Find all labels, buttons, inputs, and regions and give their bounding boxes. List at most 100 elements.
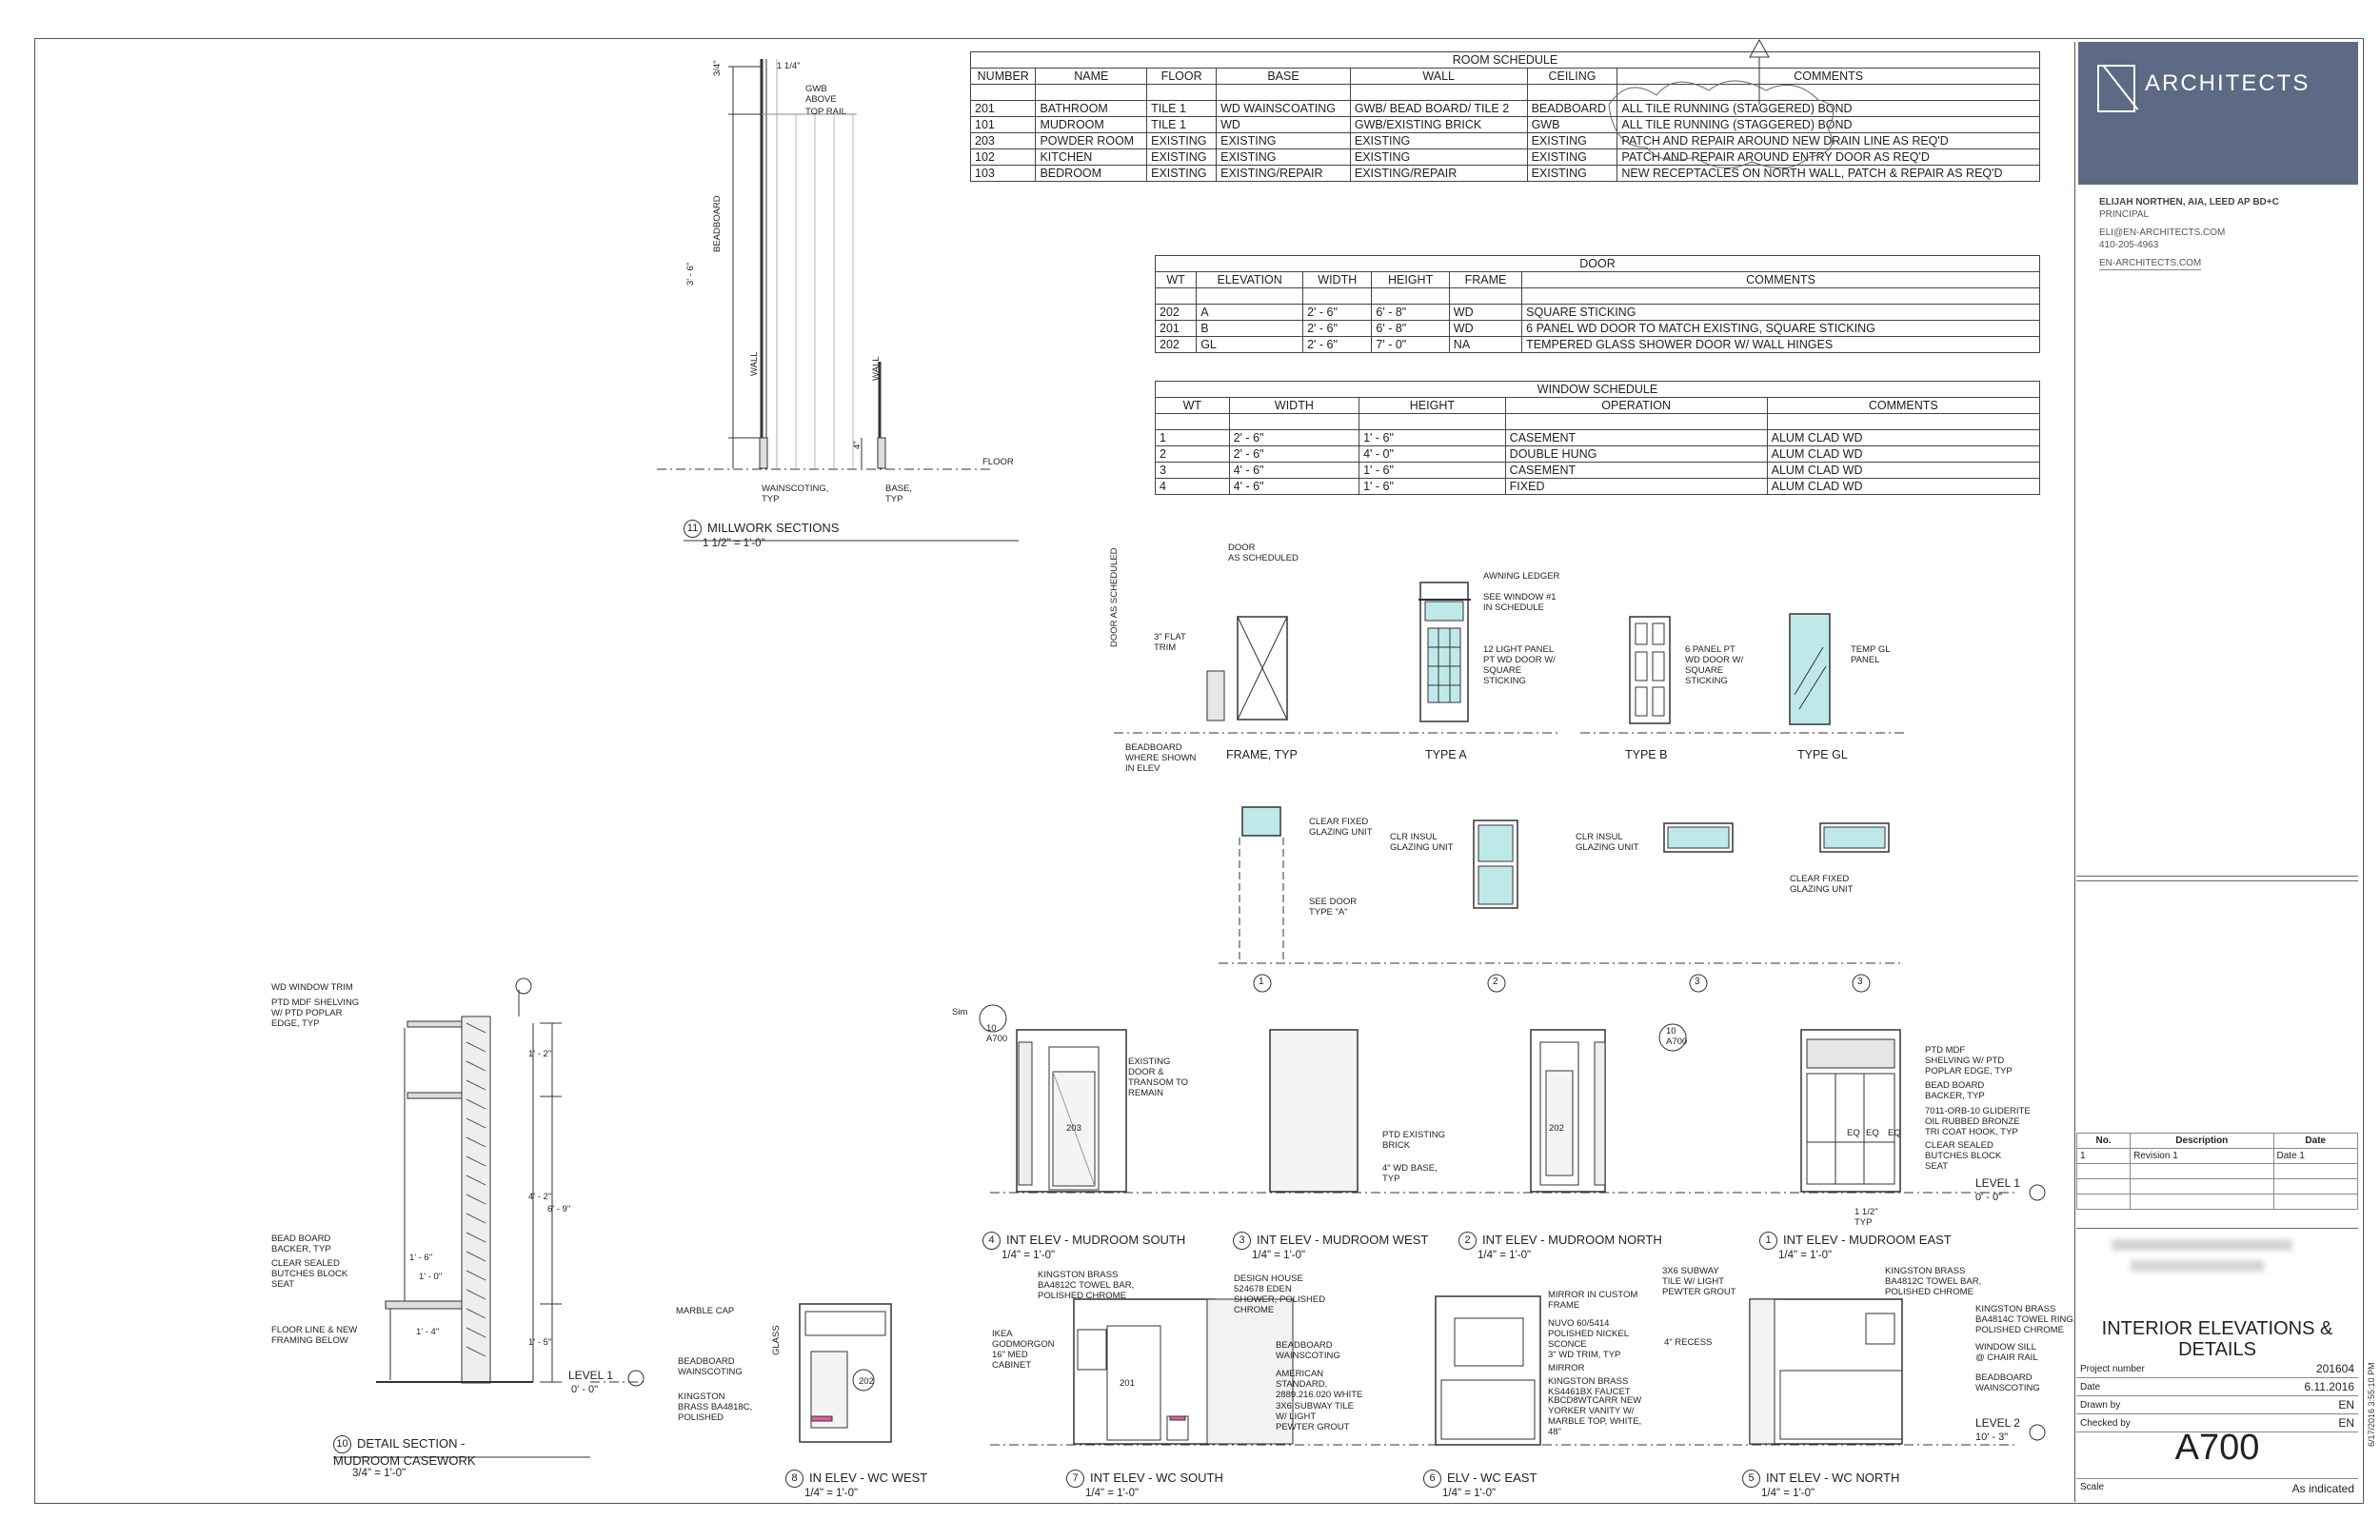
rev-col-desc: Description xyxy=(2130,1133,2274,1149)
annotation-note: 1 1/2" TYP xyxy=(1854,1207,1878,1228)
annotation-note: CLEAR FIXED GLAZING UNIT xyxy=(1309,817,1373,838)
annotation-note: WALL xyxy=(749,351,760,376)
annotation-note: 1' - 6" xyxy=(409,1253,433,1263)
annotation-note: KINGSTON BRASS KS4461BX FAUCET xyxy=(1548,1376,1631,1397)
checked-by: EN xyxy=(2232,1413,2358,1432)
firm-name: ARCHITECTS xyxy=(2145,70,2311,96)
annotation-note: 3/4" xyxy=(712,60,723,76)
annotation-note: 1' - 0" xyxy=(419,1272,443,1282)
schedule-cell: 4' - 6" xyxy=(1228,462,1360,479)
view-title-text: INT ELEV - WC NORTH xyxy=(1766,1470,1900,1485)
annotation-note: 202 xyxy=(1549,1123,1564,1134)
view-scale: 1/4" = 1'-0" xyxy=(1761,1488,1815,1499)
annotation-note: PTD EXISTING BRICK xyxy=(1382,1130,1445,1151)
schedule-cell: EXISTING xyxy=(1146,165,1218,182)
title-block-divider xyxy=(2076,876,2358,877)
annotation-note: MIRROR IN CUSTOM FRAME xyxy=(1548,1290,1638,1311)
title-block-divider xyxy=(2076,1228,2358,1229)
firm-logo: ARCHITECTS xyxy=(2078,42,2358,185)
firm-contact: ELIJAH NORTHEN, AIA, LEED AP BD+C PRINCI… xyxy=(2099,196,2279,270)
annotation-note: BEADBOARD WAINSCOTING xyxy=(1276,1340,1340,1361)
annotation-note: MIRROR xyxy=(1548,1363,1585,1373)
level-1-label: LEVEL 1 xyxy=(1975,1176,2020,1190)
annotation-note: EXISTING DOOR & TRANSOM TO REMAIN xyxy=(1128,1056,1188,1098)
annotation-note: DOOR AS SCHEDULED xyxy=(1109,547,1120,647)
schedule-cell: 103 xyxy=(969,165,1037,182)
view-number-1: 1 xyxy=(1759,1232,1777,1250)
schedule-cell: ALL TILE RUNNING (STAGGERED) BOND xyxy=(1616,100,2040,117)
annotation-note: CLEAR SEALED BUTCHES BLOCK SEAT xyxy=(271,1258,348,1290)
caption-type-gl: TYPE GL xyxy=(1797,748,1848,761)
sheet-border xyxy=(34,38,2364,1504)
schedule-cell: GL xyxy=(1196,336,1304,353)
principal-name: ELIJAH NORTHEN, AIA, LEED AP BD+C xyxy=(2099,197,2279,207)
annotation-note: KBCD8WTCARR NEW YORKER VANITY W/ MARBLE … xyxy=(1548,1395,1642,1437)
annotation-note: AMERICAN STANDARD, 2889.216.020 WHITE xyxy=(1276,1369,1363,1400)
level-2-label: LEVEL 2 xyxy=(1975,1416,2020,1430)
schedule-cell: WD xyxy=(1448,320,1523,337)
schedule-cell: BATHROOM xyxy=(1035,100,1148,117)
caption-type-b: TYPE B xyxy=(1625,748,1668,761)
scale-value: As indicated xyxy=(2291,1482,2354,1495)
annotation-note: KINGSTON BRASS BA4812C TOWEL BAR, POLISH… xyxy=(1038,1270,1135,1301)
scale-label: Scale xyxy=(2080,1482,2105,1492)
view-scale: 1/4" = 1'-0" xyxy=(1085,1488,1140,1499)
view-number-8: 8 xyxy=(785,1470,803,1488)
annotation-note: 3X6 SUBWAY TILE W/ LIGHT PEWTER GROUT xyxy=(1276,1401,1355,1432)
level-2-elev: 10' - 3" xyxy=(1975,1431,2009,1443)
scale-row: Scale As indicated xyxy=(2076,1478,2358,1498)
annotation-note: TEMP GL PANEL xyxy=(1851,644,1891,665)
view-title-text: MILLWORK SECTIONS xyxy=(707,520,840,535)
annotation-note: BEADBOARD WAINSCOTING xyxy=(1975,1372,2040,1393)
annotation-note: 1' - 2" xyxy=(528,1049,552,1059)
schedule-cell: FIXED xyxy=(1504,478,1768,495)
annotation-note: EQ xyxy=(1866,1128,1879,1138)
annotation-note: GLASS xyxy=(771,1325,782,1355)
drawn-by-label: Drawn by xyxy=(2076,1395,2233,1414)
annotation-note: SEE WINDOW #1 IN SCHEDULE xyxy=(1483,592,1557,613)
annotation-note: 3" WD TRIM, TYP xyxy=(1548,1350,1621,1360)
annotation-note: Sim xyxy=(952,1007,968,1017)
schedule-cell: 1' - 6" xyxy=(1359,478,1506,495)
schedule-header-cell: FRAME xyxy=(1448,271,1523,288)
annotation-note: BEADBOARD xyxy=(712,195,723,252)
rev-no: 1 xyxy=(2075,1148,2132,1164)
view-number-10: 10 xyxy=(333,1435,351,1453)
schedule-cell: GWB xyxy=(1526,116,1618,133)
schedule-cell: TILE 1 xyxy=(1146,116,1218,133)
schedule-cell: EXISTING xyxy=(1526,165,1618,182)
schedule-cell: 6 PANEL WD DOOR TO MATCH EXISTING, SQUAR… xyxy=(1521,320,2040,337)
annotation-note: WINDOW SILL @ CHAIR RAIL xyxy=(1975,1342,2038,1363)
annotation-note: 3" FLAT TRIM xyxy=(1154,632,1186,653)
window-tag: 3 xyxy=(1695,977,1700,987)
annotation-note: KINGSTON BRASS BA4818C, POLISHED xyxy=(678,1392,753,1423)
date-value: 6.11.2016 xyxy=(2232,1377,2358,1396)
annotation-note: TOP RAIL xyxy=(805,107,846,117)
view-number-11: 11 xyxy=(684,520,702,538)
schedule-cell: 202 xyxy=(1154,304,1198,321)
window-tag: 2 xyxy=(1493,977,1498,987)
view-title-text: ELV - WC EAST xyxy=(1447,1470,1537,1485)
view-title-text: INT ELEV - MUDROOM EAST xyxy=(1783,1232,1952,1247)
annotation-note: CLR INSUL GLAZING UNIT xyxy=(1576,832,1639,853)
view-scale: 1 1/2" = 1'-0" xyxy=(703,538,765,549)
view-scale: 3/4" = 1'-0" xyxy=(352,1468,407,1479)
annotation-note: DESIGN HOUSE 524678 EDEN SHOWER, POLISHE… xyxy=(1234,1273,1326,1315)
project-number-label: Project number xyxy=(2076,1360,2233,1378)
view-number-3: 3 xyxy=(1233,1232,1251,1250)
schedule-cell: EXISTING xyxy=(1526,132,1618,149)
schedule-cell: EXISTING xyxy=(1349,148,1528,166)
annotation-note: WAINSCOTING, TYP xyxy=(762,484,829,504)
